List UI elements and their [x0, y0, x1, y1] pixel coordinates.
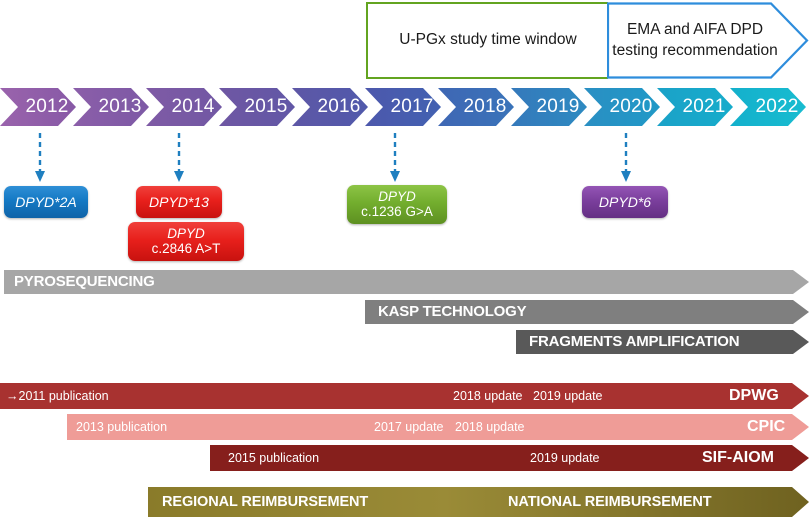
year-2018: 2018	[463, 96, 507, 117]
cpic-organization-label: CPIC	[747, 418, 786, 435]
recommendation-label: EMA and AIFA DPD testing recommendation	[612, 20, 778, 59]
sif-aiom-arrow-shape	[210, 445, 809, 471]
variant-box-dpyd-c1236: DPYD c.1236 G>A	[347, 185, 447, 224]
variant-label-line1: DPYD*2A	[15, 193, 77, 210]
kasp-arrow-shape	[365, 300, 809, 324]
top-callout-group: U-PGx study time window EMA and AIFA DPD…	[366, 2, 809, 81]
study-window-callout: U-PGx study time window	[366, 2, 608, 79]
dashed-arrow-2014	[172, 133, 186, 183]
variant-label-line2: c.2846 A>T	[151, 241, 221, 257]
year-2013: 2013	[98, 96, 142, 117]
dpwg-arrow-shape	[0, 383, 809, 409]
reimbursement-label-regional: REGIONAL REIMBURSEMENT	[162, 494, 369, 510]
dashed-arrow-2017	[388, 133, 402, 183]
year-2017: 2017	[390, 96, 434, 117]
year-2020: 2020	[609, 96, 653, 117]
dpwg-segment-2019-update: 2019 update	[533, 389, 603, 403]
study-window-label: U-PGx study time window	[399, 31, 577, 49]
cpic-segment-2013-publication: 2013 publication	[76, 420, 168, 434]
guideline-bar-cpic: 2013 publication 2017 update 2018 update…	[67, 414, 809, 440]
variant-box-dpyd-c2846: DPYD c.2846 A>T	[128, 222, 244, 261]
pyrosequencing-arrow-shape	[4, 270, 809, 294]
year-2019: 2019	[536, 96, 580, 117]
technology-bar-kasp: KASP TECHNOLOGY	[365, 300, 809, 324]
dashed-arrow-2012	[33, 133, 47, 183]
technology-bar-fragments: FRAGMENTS AMPLIFICATION	[516, 330, 809, 354]
variant-box-dpyd-2a: DPYD*2A	[4, 186, 88, 218]
sif-aiom-segment-2019-update: 2019 update	[530, 451, 600, 465]
dashed-arrow-2020	[619, 133, 633, 183]
variant-box-dpyd-6: DPYD*6	[582, 186, 668, 218]
variant-label-line1: DPYD	[167, 225, 205, 241]
year-timeline: 2012 2013 2014 2015 2016 2017 2018 2019 …	[0, 88, 809, 126]
guideline-bar-dpwg: →2011 publication 2018 update 2019 updat…	[0, 383, 809, 409]
cpic-arrow-shape	[67, 414, 809, 440]
technology-label-pyrosequencing: PYROSEQUENCING	[14, 273, 155, 290]
year-chevrons-shape	[0, 88, 806, 126]
fragments-arrow-shape	[516, 330, 809, 354]
variant-label-line2: c.1236 G>A	[361, 204, 433, 220]
cpic-segment-2018-update: 2018 update	[455, 420, 525, 434]
year-2014: 2014	[171, 96, 215, 117]
recommendation-arrow-shape	[607, 2, 809, 79]
reimbursement-arrow-shape	[148, 487, 809, 517]
year-2016: 2016	[317, 96, 361, 117]
year-2021: 2021	[682, 96, 726, 117]
year-2015: 2015	[244, 96, 288, 117]
year-2012: 2012	[25, 96, 69, 117]
variant-box-dpyd-13: DPYD*13	[136, 186, 222, 218]
guideline-bar-sif-aiom: 2015 publication 2019 update SIF-AIOM	[210, 445, 809, 471]
technology-label-fragments: FRAGMENTS AMPLIFICATION	[529, 333, 740, 350]
reimbursement-bar: REGIONAL REIMBURSEMENT NATIONAL REIMBURS…	[148, 487, 809, 517]
technology-bar-pyrosequencing: PYROSEQUENCING	[4, 270, 809, 294]
cpic-segment-2017-update: 2017 update	[374, 420, 444, 434]
sif-aiom-organization-label: SIF-AIOM	[702, 449, 774, 466]
year-2022: 2022	[755, 96, 799, 117]
dpwg-organization-label: DPWG	[729, 387, 779, 404]
variant-label-line1: DPYD*13	[149, 193, 209, 210]
dpwg-segment-2018-update: 2018 update	[453, 389, 523, 403]
sif-aiom-segment-2015-publication: 2015 publication	[228, 451, 320, 465]
variant-label-line1: DPYD*6	[598, 193, 652, 210]
variant-label-line1: DPYD	[378, 188, 416, 204]
dpwg-segment-2011-publication: →2011 publication	[6, 389, 109, 403]
recommendation-callout: EMA and AIFA DPD testing recommendation	[607, 2, 809, 79]
technology-label-kasp: KASP TECHNOLOGY	[378, 303, 527, 320]
reimbursement-label-national: NATIONAL REIMBURSEMENT	[508, 494, 712, 510]
